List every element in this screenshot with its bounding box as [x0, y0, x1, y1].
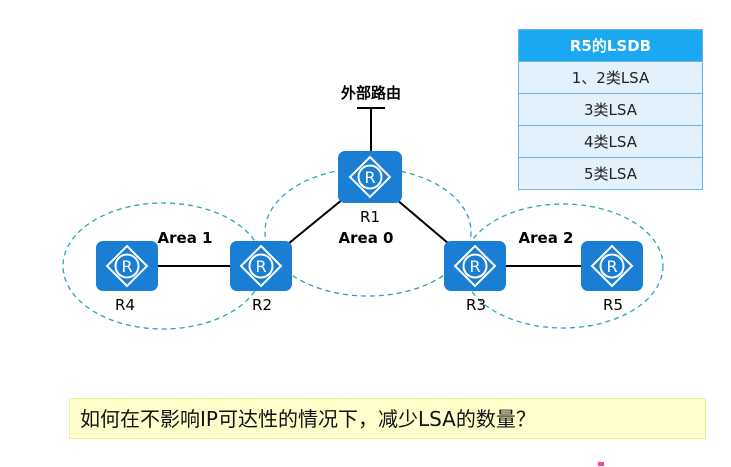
router-r3-label: R3	[466, 296, 486, 314]
lsdb-row: 5类LSA	[518, 157, 703, 190]
lsdb-table: R5的LSDB 1、2类LSA 3类LSA 4类LSA 5类LSA	[518, 29, 703, 190]
router-r2-glyph: R	[255, 257, 266, 276]
lsdb-row: 3类LSA	[518, 93, 703, 126]
area-1-label: Area 1	[158, 229, 213, 247]
router-r1-icon[interactable]: R	[338, 151, 402, 203]
router-r2-label: R2	[252, 296, 272, 314]
router-r4-label: R4	[115, 296, 135, 314]
area-0-label: Area 0	[339, 229, 394, 247]
router-r5-label: R5	[603, 296, 623, 314]
area-2-label: Area 2	[519, 229, 574, 247]
router-r1-label: R1	[360, 208, 380, 226]
lsdb-title: R5的LSDB	[518, 29, 703, 62]
router-r5-glyph: R	[606, 257, 617, 276]
pink-marker	[598, 462, 604, 466]
router-r4-icon[interactable]: R	[96, 241, 158, 291]
area-2-boundary	[462, 203, 664, 329]
router-r4-glyph: R	[121, 257, 132, 276]
router-r5-icon[interactable]: R	[581, 241, 643, 291]
lsdb-row: 4类LSA	[518, 125, 703, 158]
question-banner: 如何在不影响IP可达性的情况下，减少LSA的数量？	[69, 398, 706, 439]
router-r3-icon[interactable]: R	[444, 241, 506, 291]
router-r2-icon[interactable]: R	[230, 241, 292, 291]
lsdb-row: 1、2类LSA	[518, 61, 703, 94]
external-route-label: 外部路由	[340, 84, 401, 102]
router-r1-glyph: R	[364, 168, 375, 187]
router-r3-glyph: R	[469, 257, 480, 276]
